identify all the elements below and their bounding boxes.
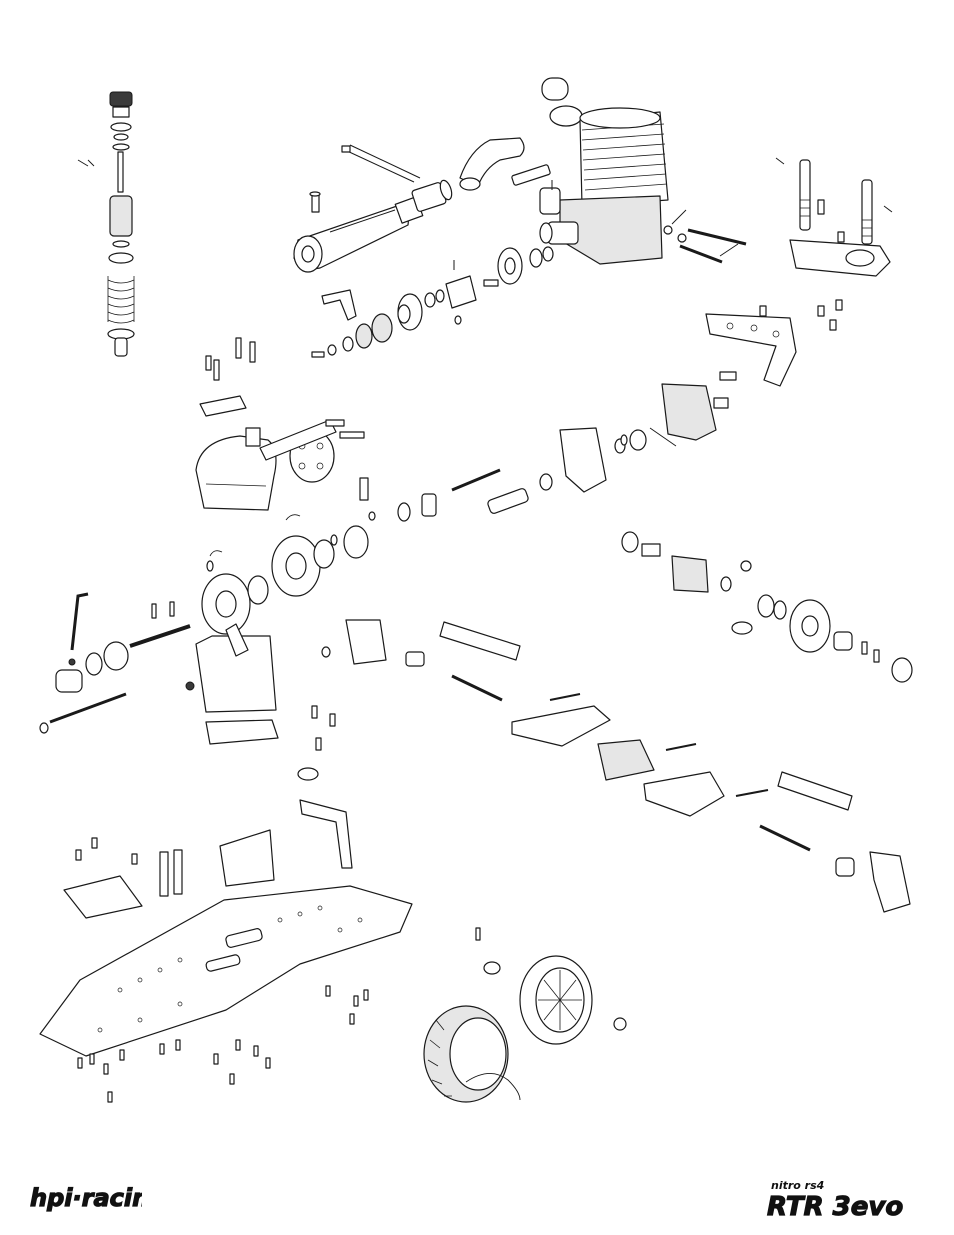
center-shaft bbox=[359, 468, 529, 522]
svg-text:hpi·racing: hpi·racing bbox=[30, 1184, 142, 1212]
clutch-bell bbox=[311, 293, 423, 358]
shock-tower bbox=[705, 299, 843, 387]
svg-text:nitro rs4: nitro rs4 bbox=[771, 1179, 824, 1192]
chassis-plate bbox=[39, 885, 413, 1057]
svg-text:RTR 3evo: RTR 3evo bbox=[767, 1192, 903, 1219]
rtr-logo: nitro rs4 RTR 3evo bbox=[766, 1179, 903, 1219]
differential bbox=[621, 531, 787, 635]
pull-starter-bracket bbox=[321, 289, 357, 321]
spur-gear bbox=[789, 599, 913, 683]
front-bulkhead bbox=[539, 383, 729, 493]
exhaust-coupler bbox=[411, 179, 453, 212]
exhaust-gasket bbox=[511, 164, 551, 186]
clutch-shoe bbox=[424, 260, 499, 325]
shock-absorber bbox=[77, 91, 135, 357]
tie-rod bbox=[439, 621, 853, 852]
wheel bbox=[475, 927, 627, 1045]
hpi-logo: hpi·racing bbox=[28, 1180, 142, 1214]
gear-cover bbox=[195, 337, 365, 511]
engine bbox=[539, 77, 669, 265]
radio-tray-posts bbox=[63, 829, 275, 919]
tie-wraps bbox=[341, 144, 421, 183]
suspension-arm bbox=[511, 693, 769, 817]
hub-carrier bbox=[321, 619, 911, 913]
pipe-screw bbox=[309, 191, 321, 213]
transmission-gears bbox=[201, 514, 369, 635]
engine-screws bbox=[663, 209, 747, 264]
chassis-screws bbox=[77, 985, 369, 1103]
hex-wrench bbox=[68, 592, 89, 666]
output-shaft bbox=[39, 601, 191, 734]
bearings bbox=[206, 434, 628, 572]
body-post-front bbox=[775, 157, 893, 277]
transmission-housing bbox=[185, 623, 279, 745]
exhaust-manifold bbox=[459, 137, 525, 191]
flywheel bbox=[497, 246, 554, 285]
tire bbox=[423, 1005, 521, 1103]
steering-post bbox=[297, 705, 353, 869]
